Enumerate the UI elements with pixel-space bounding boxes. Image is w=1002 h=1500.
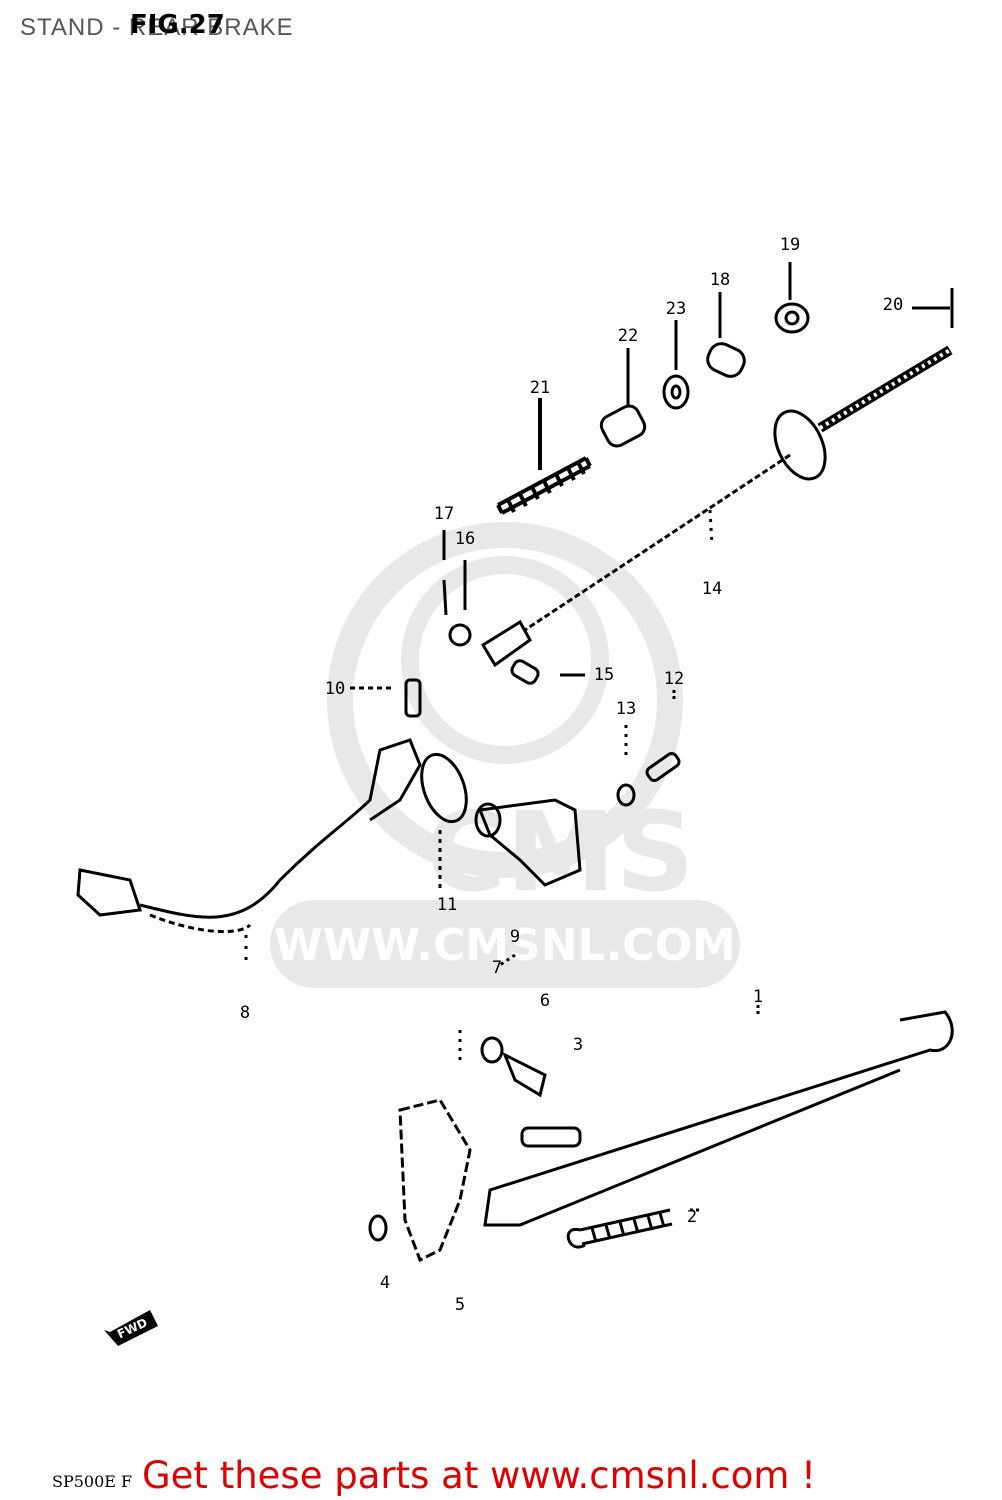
part-label-22: 22: [618, 326, 638, 346]
cms-watermark: WWW.CMSNL.COM CMS: [270, 522, 740, 988]
part-label-21: 21: [530, 378, 550, 398]
part-16-17-clip: [442, 530, 472, 647]
part-20-cotter-pin: [912, 288, 954, 328]
part-9-pedal-shaft: [420, 752, 582, 967]
part-22-spacer: [599, 348, 647, 448]
part-label-7: 7: [492, 958, 502, 978]
page-title: STAND - REAR BRAKE: [20, 14, 294, 41]
part-19-nut: [774, 262, 810, 334]
part-2-spring: [566, 1208, 700, 1249]
figure-number: FIG.27: [130, 10, 225, 40]
part-4-bracket: [368, 1098, 582, 1263]
part-label-5: 5: [455, 1295, 465, 1315]
part-10-bolt: [350, 678, 422, 718]
part-label-6: 6: [540, 991, 550, 1011]
part-15-pin: [510, 659, 585, 685]
part-label-1: 1: [753, 987, 763, 1007]
part-label-3: 3: [573, 1035, 583, 1055]
part-label-4: 4: [380, 1273, 390, 1293]
part-21-spring: [496, 398, 592, 515]
part-label-16: 16: [455, 529, 475, 549]
part-label-15: 15: [594, 665, 614, 685]
get-parts-link[interactable]: Get these parts at www.cmsnl.com !: [142, 1454, 817, 1497]
exploded-parts-diagram: WWW.CMSNL.COM CMS: [76, 235, 954, 1346]
part-12-bolt: [616, 690, 681, 807]
part-label-20: 20: [883, 295, 903, 315]
part-label-19: 19: [780, 235, 800, 255]
part-1-side-stand: [483, 1005, 954, 1227]
fwd-arrow-icon: FWD: [104, 1310, 158, 1346]
part-label-12: 12: [664, 669, 684, 689]
part-label-11: 11: [437, 895, 457, 915]
part-8-brake-pedal: [76, 738, 422, 960]
part-18-joint: [706, 292, 746, 378]
drawing-code: SP500E F: [52, 1472, 133, 1491]
part-label-14: 14: [702, 579, 722, 599]
part-label-23: 23: [666, 299, 686, 319]
part-3-bolt: [458, 1030, 547, 1098]
part-label-9: 9: [510, 927, 520, 947]
part-label-8: 8: [240, 1003, 250, 1023]
part-label-10: 10: [325, 679, 345, 699]
watermark-url: WWW.CMSNL.COM: [274, 920, 736, 971]
part-label-13: 13: [616, 699, 636, 719]
part-label-18: 18: [710, 270, 730, 290]
part-14-brake-rod: [480, 345, 953, 668]
part-label-2: 2: [687, 1207, 697, 1227]
part-label-17: 17: [434, 504, 454, 524]
watermark-brand: CMS: [425, 788, 694, 916]
part-23-washer: [662, 320, 690, 410]
